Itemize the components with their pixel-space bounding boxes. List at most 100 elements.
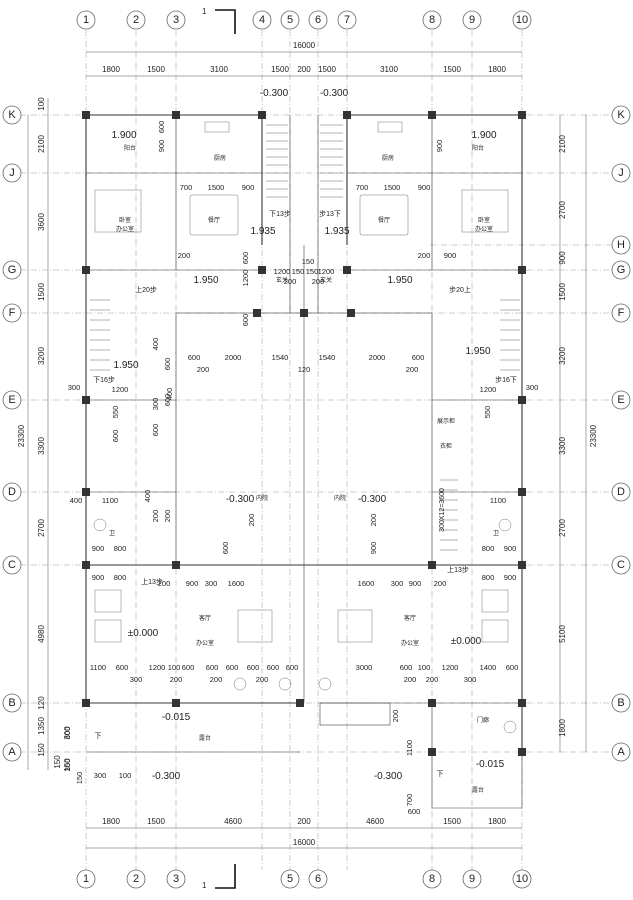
svg-text:3: 3 [173,873,179,885]
axis-bubble-row-B-left: B [2,693,22,713]
axis-bubble-col-8: 8 [422,10,442,30]
dim-right-seg: 1800 [558,719,567,737]
axis-bubble-col-3-bottom: 3 [166,869,186,889]
room-label: 厨房 [214,154,226,162]
svg-text:B: B [8,697,15,709]
inner-dim: 550 [483,406,492,419]
svg-text:3: 3 [173,14,179,26]
axis-bubble-row-A-right: A [611,742,631,762]
axis-bubble-col-1-bottom: 1 [76,869,96,889]
inner-dim: 1200 [442,663,459,672]
svg-text:4: 4 [259,14,265,26]
level-mark: 1.950 [465,346,490,357]
dim-right-seg: 2100 [558,135,567,153]
svg-text:J: J [618,167,624,179]
left-dimensions: 100 2100 3600 1500 3200 3300 2700 4980 1… [17,97,72,772]
level-mark: -0.300 [374,771,403,782]
dim-left-total: 23300 [17,424,26,447]
room-label: 阳台 [124,144,136,152]
inner-dim: 1200 [241,270,250,287]
inner-dim: 300 [63,759,72,772]
svg-text:K: K [617,109,625,121]
dim-top-seg: 3100 [380,65,398,74]
axis-bubble-col-6-bottom: 6 [308,869,328,889]
dim-left-seg: 3200 [37,347,46,365]
bottom-dimensions: 1800 1500 4600 200 4600 1500 1800 16000 [86,817,522,849]
inner-dim: 1100 [102,496,118,505]
axis-bubble-row-D-left: D [2,482,22,502]
inner-dim: 900 [92,573,105,582]
svg-text:1: 1 [83,873,89,885]
level-mark: -0.300 [226,494,255,505]
section-mark-bottom-label: 1 [202,881,207,890]
top-dimensions: 16000 1800 1500 3100 1500 200 1500 3100 … [86,41,522,77]
dim-bottom-seg: 1500 [443,817,461,826]
room-label: 卧室 [119,216,131,224]
stair-note: 步13下 [319,210,341,218]
inner-dim: 400 [151,338,160,351]
level-mark: 1.935 [250,226,275,237]
dim-right-seg: 3300 [558,437,567,455]
room-label: 厨房 [382,154,394,162]
inner-dim: 600 [247,663,260,672]
inner-dim: 900 [409,579,422,588]
inner-dim: 3000 [356,663,373,672]
inner-dim: 600 [241,252,250,265]
axis-bubble-col-5: 5 [280,10,300,30]
dim-left-extra: 150 [53,755,62,769]
svg-text:6: 6 [315,873,321,885]
dim-top-seg: 1500 [443,65,461,74]
axis-bubble-col-3: 3 [166,10,186,30]
axis-bubble-row-B-right: B [611,693,631,713]
inner-dim: 600 [221,542,230,555]
inner-dim: 300 [464,675,477,684]
level-mark: 1.900 [471,130,496,141]
svg-text:9: 9 [469,873,475,885]
inner-dim: 150 [302,257,315,266]
stair-note: 上20步 [135,285,157,294]
svg-text:9: 9 [469,14,475,26]
svg-text:1: 1 [83,14,89,26]
dim-top-seg: 1800 [488,65,506,74]
level-mark: 1.935 [324,226,349,237]
dim-top-seg: 1500 [318,65,336,74]
inner-dim: 600 [151,424,160,437]
inner-dim: 900 [435,140,444,153]
inner-dim: 600 [400,663,413,672]
furniture [93,121,517,734]
axis-bubble-row-J-right: J [611,163,631,183]
inner-dim: 400 [70,496,83,505]
inner-dim: 1100 [90,663,106,672]
right-dimensions: 2100 2700 900 1500 3200 3300 2700 5100 1… [558,115,598,752]
inner-dim: 150 [75,772,84,785]
dim-bottom-seg: 1800 [488,817,506,826]
stair-note: 下 [95,732,102,740]
axis-bubble-row-D-right: D [611,482,631,502]
level-mark: -0.300 [320,88,349,99]
dim-left-seg: 2100 [37,135,46,153]
axis-bubble-col-4: 4 [252,10,272,30]
dim-top-seg: 1500 [147,65,165,74]
level-markers: -0.300 -0.300 1.900 1.900 1.935 1.935 1.… [111,88,504,782]
inner-dim: 100 [418,663,431,672]
room-label: 内院 [334,494,346,502]
svg-text:10: 10 [516,14,528,26]
inner-dim: 600 [182,663,195,672]
inner-dim: 550 [111,406,120,419]
room-label: 门廊 [477,716,489,724]
level-mark: 1.950 [193,275,218,286]
svg-text:J: J [9,167,15,179]
inner-dim: 200 [418,251,431,260]
level-mark: -0.015 [476,759,505,770]
inner-dim: 800 [482,544,495,553]
svg-text:E: E [617,394,624,406]
inner-dim: 600 [63,727,72,740]
inner-dim: 600 [163,358,172,371]
inner-dim: 900 [444,251,457,260]
inner-dim: 1100 [490,496,506,505]
dim-bottom-seg: 1500 [147,817,165,826]
dim-bottom-seg: 1800 [102,817,120,826]
axis-bubble-col-6: 6 [308,10,328,30]
room-label: 阳台 [472,144,484,152]
